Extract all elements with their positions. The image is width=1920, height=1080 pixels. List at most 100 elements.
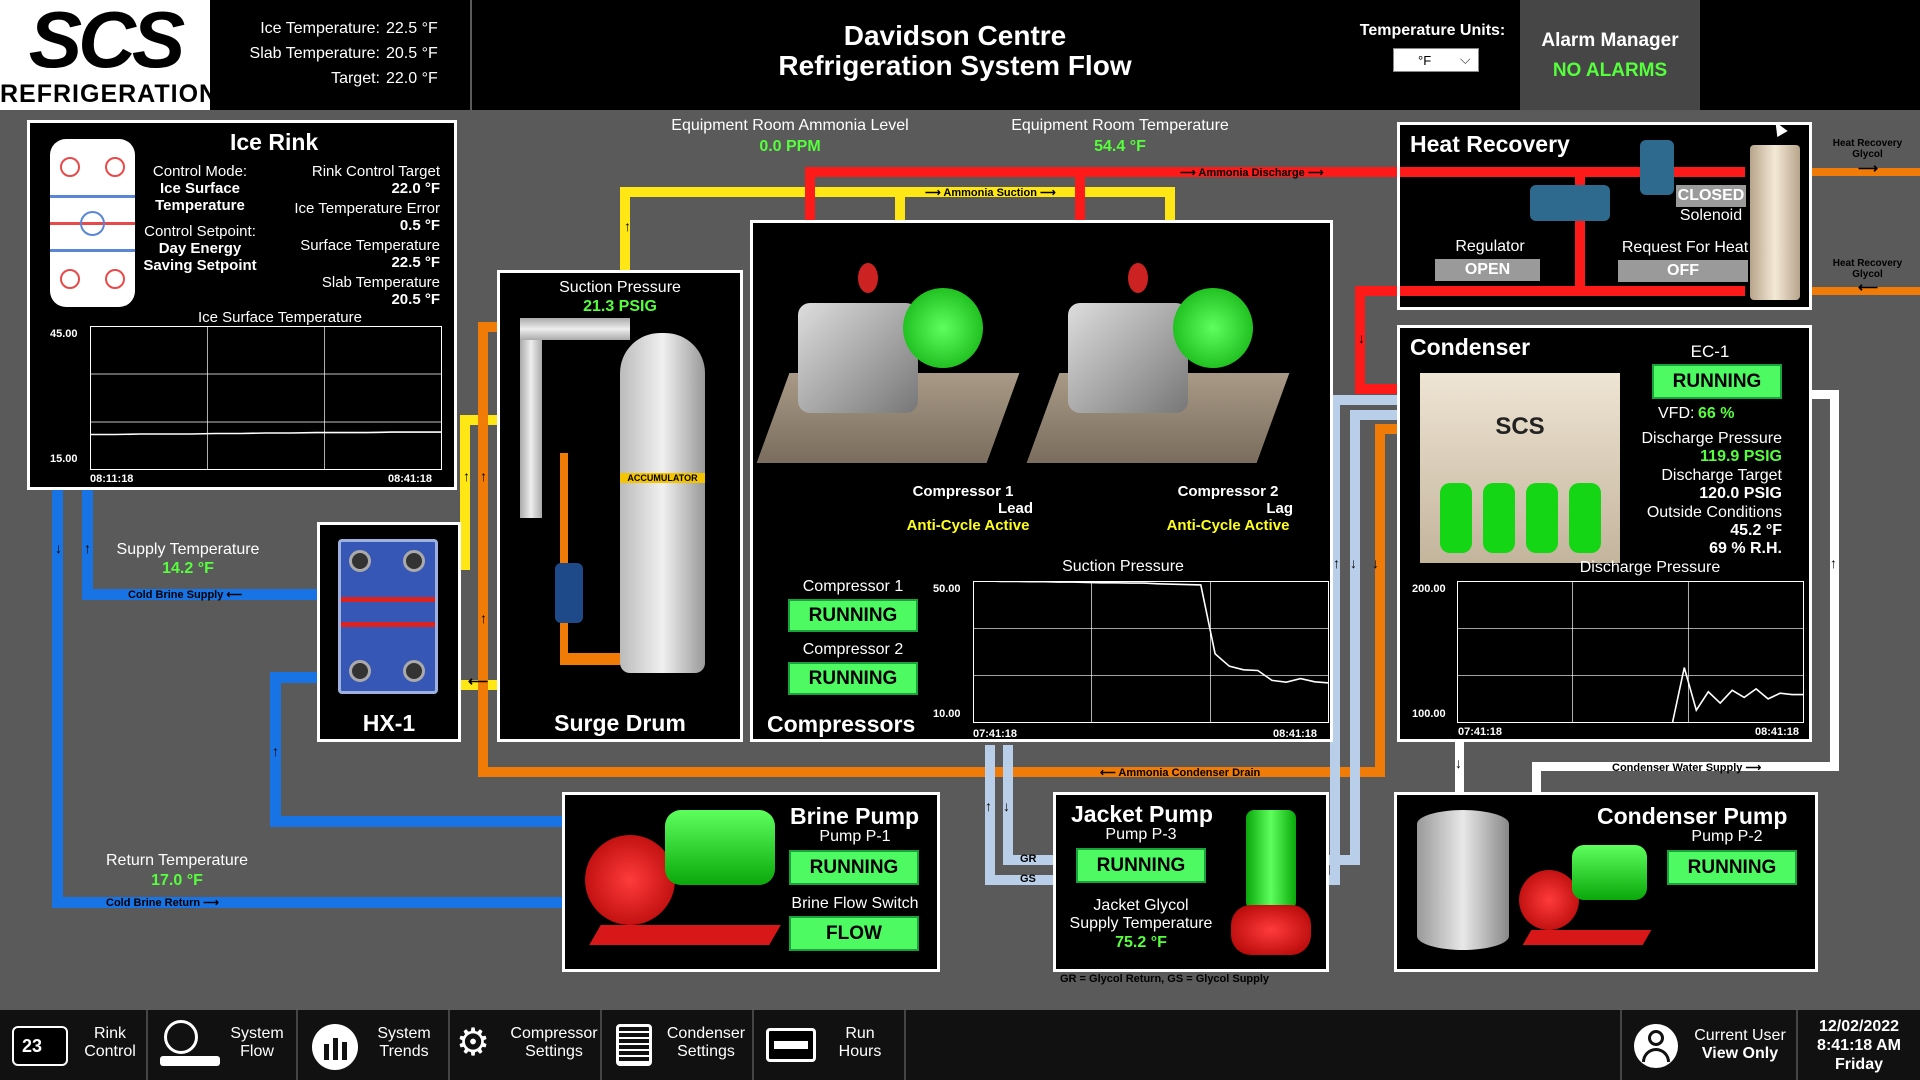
pipe-discharge-top	[805, 167, 1400, 177]
units-label: Temperature Units:	[1359, 22, 1506, 39]
pipe-jacket-out-1	[1325, 875, 1340, 885]
label-gr: GR	[1020, 853, 1037, 865]
outside-conditions-label: Outside Conditions	[1646, 504, 1782, 521]
rink-diagram	[50, 139, 135, 307]
discharge-chart-title: Discharge Pressure	[1579, 559, 1721, 576]
brine-pump-motor	[665, 810, 775, 885]
user-icon	[1634, 1024, 1678, 1068]
ice-error-label: Ice Temperature Error	[294, 200, 440, 217]
discharge-pressure-value: 119.9 PSIG	[1700, 448, 1782, 465]
chart-frame	[973, 581, 1329, 723]
hour-meter-digits	[774, 1041, 808, 1049]
regulator-valve-icon	[1530, 185, 1610, 221]
pipe-drain-right-top	[1375, 424, 1400, 434]
request-heat-label: Request For Heat	[1621, 239, 1749, 256]
compressor2-status: RUNNING	[788, 662, 918, 695]
pipe-condwater-right	[1830, 390, 1839, 770]
nav-label: System Trends	[377, 1025, 431, 1060]
brine-pump-title: Brine Pump	[790, 803, 920, 829]
nav-system-trends[interactable]: System Trends	[298, 1010, 450, 1080]
jacket-temp-value: 75.2 °F	[1115, 934, 1167, 951]
discharge-chart-xend: 08:41:18	[1755, 726, 1800, 738]
condenser-icon	[616, 1024, 652, 1066]
pipe-discharge-cond-v	[1355, 286, 1365, 394]
arrow-icon: ↓	[1372, 555, 1379, 571]
pistons-icon: ⚙	[456, 1022, 491, 1064]
arrow-icon: ↓	[1003, 798, 1010, 814]
logo-letters: SCS	[28, 0, 186, 84]
arrow-icon: ⟵	[1858, 279, 1879, 295]
chart-series-line	[1671, 667, 1804, 723]
rink-center-circle	[80, 211, 105, 236]
pipe-glycol-supply-v	[1003, 745, 1013, 865]
surge-drum-title: Surge Drum	[554, 710, 686, 736]
units-dropdown[interactable]: °F ⌵	[1393, 48, 1479, 72]
hx1-panel: HX-1	[317, 522, 461, 742]
jacket-pump-status: RUNNING	[1076, 848, 1206, 883]
outside-temp-value: 45.2 °F	[1730, 522, 1782, 539]
compressor1-role: Lead	[997, 500, 1033, 517]
nav-condenser-settings[interactable]: Condenser Settings	[602, 1010, 754, 1080]
ice-error-value: 0.5 °F	[399, 217, 440, 234]
pipe-drain-left	[478, 322, 488, 777]
compressor2-body	[1068, 303, 1188, 413]
compressor2-role: Lag	[1266, 500, 1293, 517]
label-cold-brine-return: Cold Brine Return ⟶	[106, 897, 219, 909]
pipe-brine-pump-v	[270, 672, 281, 827]
ice-surface-chart	[90, 326, 442, 470]
alarm-manager-label: Alarm Manager	[1541, 30, 1679, 51]
current-user-value: View Only	[1701, 1045, 1779, 1062]
hx-port	[349, 660, 371, 682]
condenser-pump-motor	[1572, 845, 1647, 900]
nav-rink-control[interactable]: 23 Rink Control	[0, 1010, 148, 1080]
ice-chart-ymin: 15.00	[50, 453, 78, 465]
surge-tank-body: ACCUMULATOR	[620, 333, 705, 673]
condenser-fan	[1569, 483, 1601, 553]
nav-compressor-settings[interactable]: ⚙ Compressor Settings	[450, 1010, 602, 1080]
nav-run-hours[interactable]: Run Hours	[754, 1010, 906, 1080]
chart-series-line	[90, 431, 442, 436]
condenser-logo: SCS	[1495, 413, 1545, 440]
condenser-status: RUNNING	[1652, 364, 1782, 399]
chart-series-line	[973, 581, 1329, 684]
arrow-icon: ↓	[1358, 330, 1365, 346]
control-setpoint-value2: Saving Setpoint	[143, 257, 257, 274]
pipe-glycol-supply-h	[1003, 855, 1055, 865]
compressor2-note: Anti-Cycle Active	[1166, 517, 1290, 534]
ice-temp-label: Ice Temperature:	[260, 20, 380, 37]
compressor1-status-label: Compressor 1	[802, 578, 904, 595]
request-heat-state: OFF	[1618, 260, 1748, 282]
brine-pump-panel: Brine Pump Pump P-1 RUNNING Brine Flow S…	[562, 792, 940, 972]
suction-chart-xend: 08:41:18	[1273, 728, 1318, 740]
control-mode-value2: Temperature	[155, 197, 245, 214]
pipe-brine-supply-h	[82, 589, 320, 600]
nav-current-user[interactable]: Current User View Only	[1620, 1010, 1798, 1080]
pipe-jacket-right-1h	[1330, 395, 1400, 405]
chart-frame	[1457, 581, 1804, 723]
label-cold-brine-supply: Cold Brine Supply ⟵	[128, 589, 243, 601]
arrow-icon: ↑	[1333, 555, 1340, 571]
control-mode-value1: Ice Surface	[159, 180, 241, 197]
ice-rink-panel: Ice Rink Control Mode: Ice Surface Tempe…	[27, 120, 457, 490]
pipe-drain-left-top	[478, 322, 500, 332]
compressor2-status-label: Compressor 2	[802, 641, 904, 658]
user-head	[1648, 1030, 1664, 1046]
condenser-pump-title: Condenser Pump	[1597, 803, 1788, 829]
surface-temp-label: Surface Temperature	[300, 237, 440, 254]
ice-chart-title: Ice Surface Temperature	[198, 309, 362, 326]
pipe-icon	[160, 1056, 220, 1066]
brine-flow-status: FLOW	[789, 916, 919, 951]
discharge-chart-ymax: 200.00	[1412, 583, 1446, 595]
compressor2-name: Compressor 2	[1177, 483, 1279, 500]
rink-blue-line	[50, 249, 135, 252]
alarm-manager-button[interactable]: Alarm Manager NO ALARMS	[1520, 0, 1700, 110]
hour-meter-icon	[766, 1028, 816, 1062]
condenser-title: Condenser	[1410, 334, 1531, 360]
current-user-label: Current User	[1694, 1027, 1786, 1044]
arrow-icon: ↓	[1350, 555, 1357, 571]
condenser-unit-id: EC-1	[1690, 342, 1730, 361]
rink-faceoff-circle	[105, 157, 125, 177]
arrow-icon: ↑	[463, 468, 470, 484]
nav-system-flow[interactable]: System Flow	[148, 1010, 298, 1080]
pipe-discharge-cond	[1355, 384, 1400, 394]
